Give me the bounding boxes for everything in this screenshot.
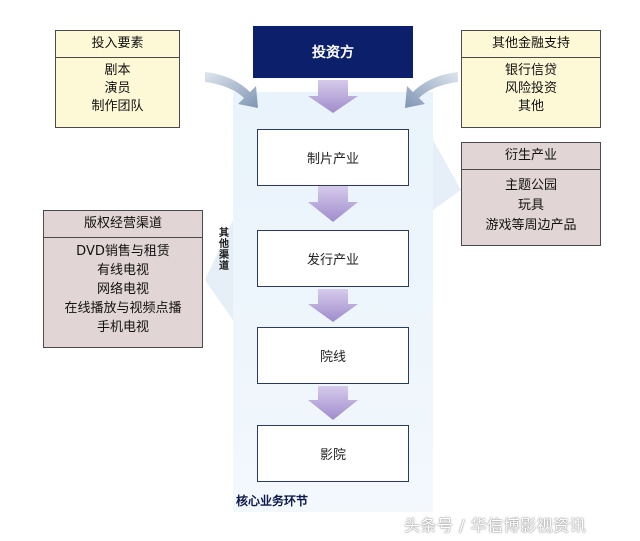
step-label: 院线	[319, 350, 346, 365]
step-label: 制片产业	[306, 152, 359, 167]
finance-box: 其他金融支持 银行信贷 风险投资 其他	[461, 30, 601, 128]
inputs-item: 演员	[104, 81, 131, 96]
finance-list: 银行信贷 风险投资 其他	[462, 58, 600, 116]
down-arrow-3	[308, 386, 358, 420]
finance-item: 风险投资	[504, 81, 557, 96]
down-arrow-1	[308, 186, 358, 222]
inputs-item: 制作团队	[91, 99, 144, 114]
inputs-item: 剧本	[104, 63, 131, 78]
inputs-box: 投入要素 剧本 演员 制作团队	[55, 30, 180, 128]
copyright-item: 手机电视	[96, 320, 149, 335]
other-channel-label: 其他渠道	[216, 228, 232, 272]
copyright-channels-box: 版权经营渠道 DVD销售与租赁 有线电视 网络电视 在线播放与视频点播 手机电视	[43, 210, 203, 348]
step-label: 发行产业	[306, 253, 359, 268]
down-arrow-investor	[308, 80, 358, 113]
step-production: 制片产业	[257, 129, 409, 186]
investor-label: 投资方	[312, 45, 354, 61]
step-label: 影院	[319, 448, 346, 463]
derivatives-item: 游戏等周边产品	[485, 218, 577, 233]
other-channel-char: 其	[219, 228, 229, 239]
step-distribution: 发行产业	[257, 230, 409, 287]
derivatives-title: 衍生产业	[462, 143, 600, 170]
inputs-list: 剧本 演员 制作团队	[56, 58, 179, 116]
other-channel-char: 他	[219, 239, 229, 250]
step-cinema: 影院	[257, 425, 409, 482]
other-channel-text: 其他渠道	[216, 228, 232, 272]
curved-arrow-left	[205, 72, 258, 108]
investor-box: 投资方	[253, 26, 413, 78]
copyright-list: DVD销售与租赁 有线电视 网络电视 在线播放与视频点播 手机电视	[44, 238, 202, 337]
finance-item: 银行信贷	[504, 63, 557, 78]
connector-right	[433, 140, 461, 210]
finance-title: 其他金融支持	[462, 31, 600, 58]
other-channel-char: 道	[219, 261, 229, 272]
curved-arrow-right	[405, 72, 458, 108]
copyright-item: 有线电视	[96, 263, 149, 278]
derivatives-item: 主题公园	[504, 178, 557, 193]
derivatives-list: 主题公园 玩具 游戏等周边产品	[462, 170, 600, 236]
connector-left	[205, 220, 233, 320]
watermark-text: 头条号 / 华信博影视资讯	[404, 516, 587, 535]
derivatives-item: 玩具	[517, 198, 544, 213]
finance-item: 其他	[517, 99, 544, 114]
derivatives-box: 衍生产业 主题公园 玩具 游戏等周边产品	[461, 142, 601, 246]
core-label: 核心业务环节	[236, 494, 309, 508]
step-cinema-chain: 院线	[257, 327, 409, 384]
other-channel-char: 渠	[219, 250, 229, 261]
copyright-item: 网络电视	[96, 282, 149, 297]
inputs-title: 投入要素	[56, 31, 179, 58]
copyright-title: 版权经营渠道	[44, 211, 202, 238]
copyright-item: 在线播放与视频点播	[64, 301, 182, 316]
copyright-item: DVD销售与租赁	[76, 244, 170, 259]
down-arrow-2	[308, 289, 358, 322]
